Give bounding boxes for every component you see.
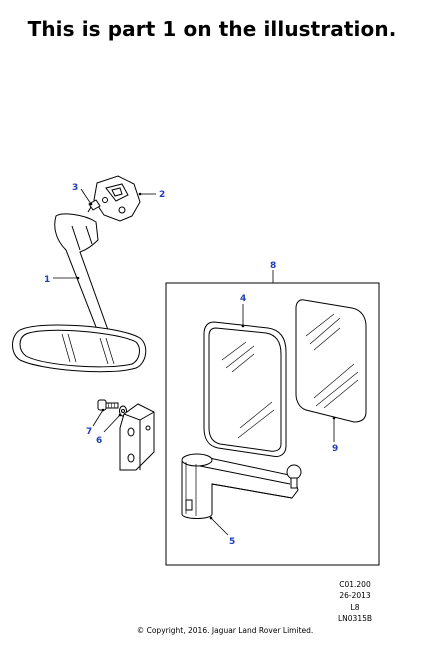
copyright-notice: © Copyright, 2016. Jaguar Land Rover Lim…: [136, 626, 314, 635]
mirror-glass[interactable]: [295, 299, 367, 423]
callout-2[interactable]: 2: [159, 190, 165, 200]
leader-lines: [53, 188, 335, 536]
interior-mirror[interactable]: [12, 213, 147, 373]
door-mounting-plate[interactable]: [119, 403, 155, 471]
mounting-bracket[interactable]: [93, 175, 141, 222]
callout-3[interactable]: 3: [72, 183, 78, 193]
page-title: This is part 1 on the illustration.: [27, 17, 397, 41]
exterior-mirror-head[interactable]: [203, 321, 287, 457]
illustration-number: LN0315B: [337, 614, 373, 623]
callout-4[interactable]: 4: [240, 294, 246, 304]
assembly-frame: [165, 282, 380, 566]
catalogue-code: C01.200: [339, 580, 371, 589]
bracket-screw[interactable]: [87, 199, 101, 213]
callout-8[interactable]: 8: [270, 261, 276, 271]
catalogue-model: L8: [350, 603, 360, 612]
callout-9[interactable]: 9: [332, 444, 338, 454]
callout-1[interactable]: 1: [44, 275, 50, 285]
exterior-mirror-arm[interactable]: [181, 453, 302, 519]
catalogue-date: 26-2013: [339, 591, 371, 600]
bolt-and-washer[interactable]: [97, 399, 127, 417]
callout-6[interactable]: 6: [96, 436, 102, 446]
callout-7[interactable]: 7: [86, 427, 92, 437]
callout-5[interactable]: 5: [229, 537, 235, 547]
leader-dots: [76, 192, 336, 520]
